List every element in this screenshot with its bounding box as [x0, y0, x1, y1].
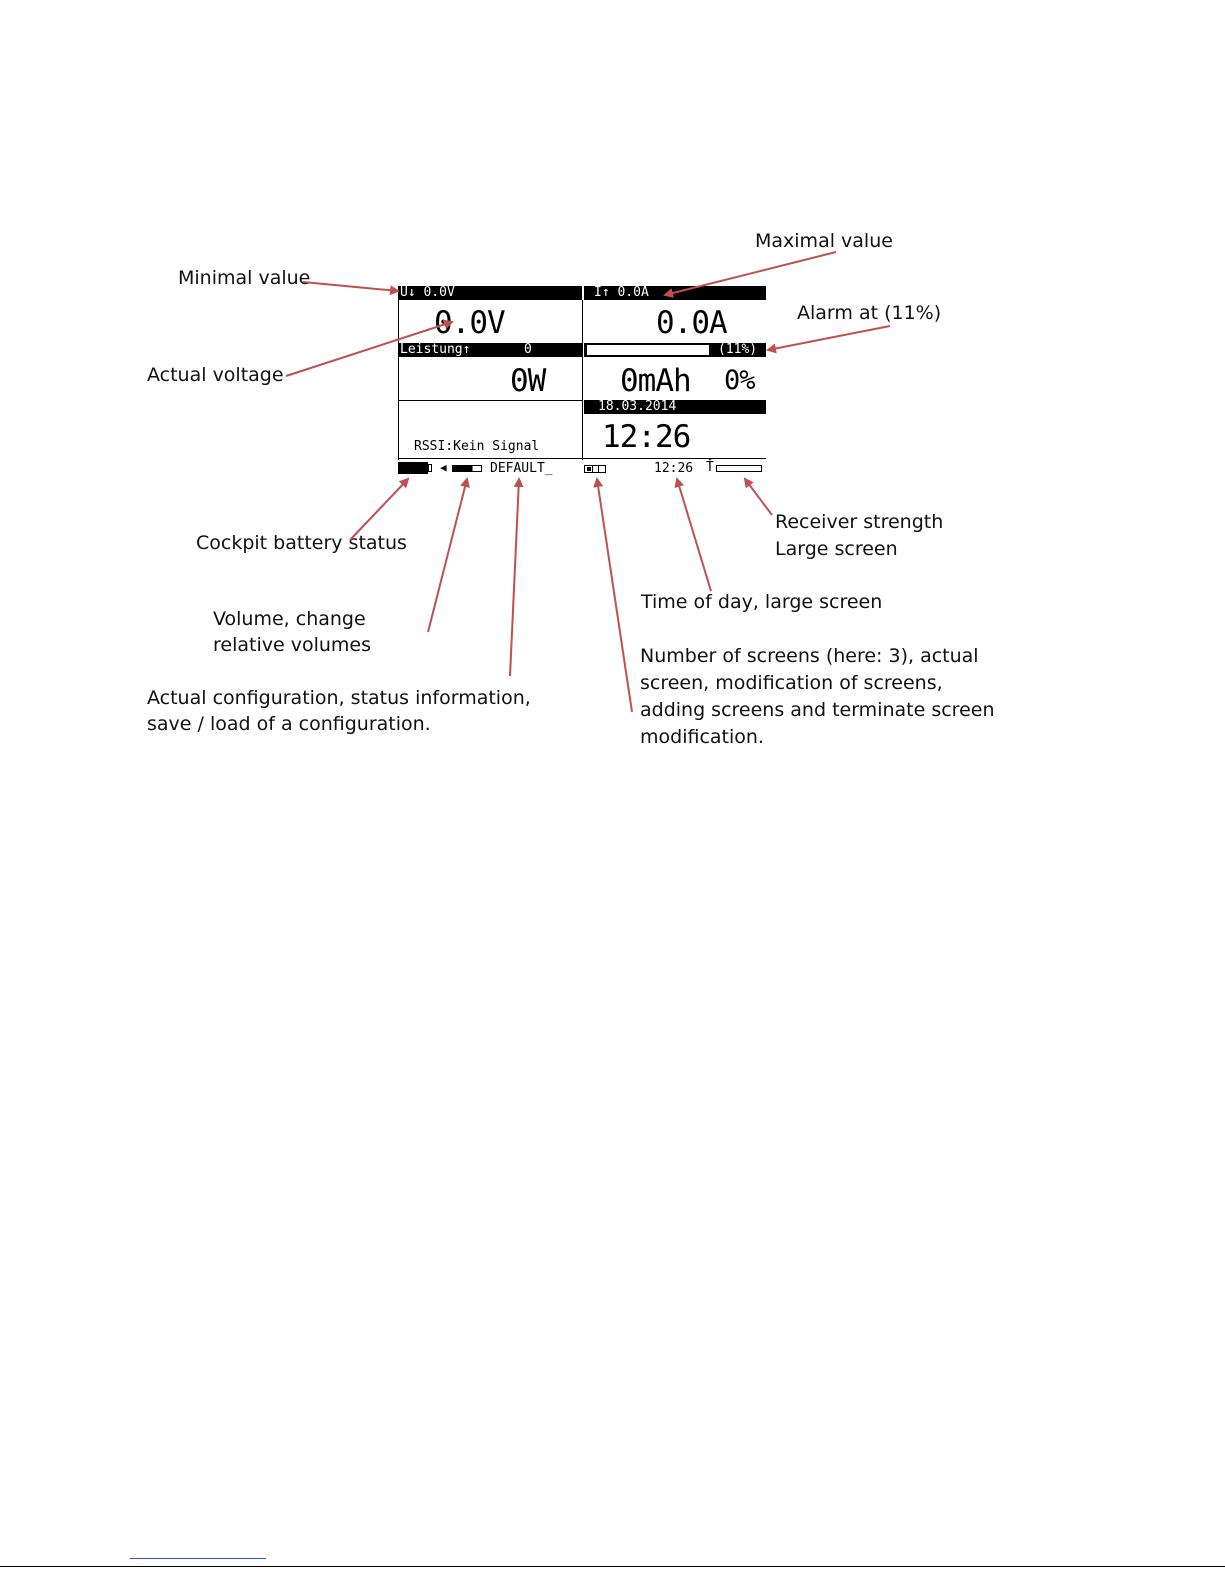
arrow-battery — [349, 477, 410, 541]
screens-label-line2: screen, modification of screens, — [640, 672, 943, 694]
receiver-strength-label: Receiver strength — [775, 511, 944, 533]
volume-label-line2: relative volumes — [213, 634, 371, 656]
arrow-screens — [593, 477, 633, 713]
rssi-text: RSSI:Kein Signal — [414, 439, 540, 454]
date-bar: 18.03.2014 — [584, 400, 766, 414]
minimal-value-label: Minimal value — [178, 267, 311, 289]
arrow-minimal — [302, 281, 400, 296]
power-value: 0W — [510, 363, 546, 399]
speaker-icon[interactable]: ◀ — [440, 461, 447, 474]
max-value-text: I↑ 0.0A — [594, 285, 649, 300]
arrow-maximal — [663, 251, 837, 298]
time-small-value: 12:26 — [654, 461, 694, 476]
config-name[interactable]: DEFAULT_ — [490, 461, 553, 476]
leistung-label: Leistung↑ — [400, 342, 471, 357]
page-footer-rule — [0, 1566, 1225, 1567]
capacity-progress — [587, 345, 709, 355]
min-value-bar: U↓ 0.0V — [398, 286, 582, 300]
arrow-voltage — [285, 319, 454, 377]
time-large-value: 12:26 — [602, 419, 691, 455]
screens-label-line1: Number of screens (here: 3), actual — [640, 645, 979, 667]
config-label-line2: save / load of a configuration. — [147, 713, 431, 735]
alarm-threshold: (11%) — [718, 342, 758, 357]
arrow-volume — [427, 477, 470, 633]
min-value-text: U↓ 0.0V — [400, 285, 455, 300]
screen-slot-1 — [587, 467, 591, 471]
lcd-left-row-divider — [398, 400, 582, 401]
time-of-day-label: Time of day, large screen — [641, 591, 883, 613]
screen-slot-divider-1 — [592, 466, 593, 472]
capacity-percent: 0% — [724, 365, 756, 396]
leistung-bar: Leistung↑ 0 — [398, 343, 582, 357]
arrow-receiver — [743, 477, 773, 516]
screen-slot-divider-2 — [598, 466, 599, 472]
current-value: 0.0A — [656, 305, 728, 341]
screens-label-line3: adding screens and terminate screen — [640, 699, 995, 721]
capacity-alarm-bar: (11%) — [584, 343, 766, 357]
battery-tip-icon — [428, 464, 432, 472]
alarm-label: Alarm at (11%) — [797, 302, 942, 324]
antenna-icon: Ť — [706, 460, 714, 475]
lcd-bottom-divider — [398, 458, 766, 459]
battery-icon[interactable] — [398, 462, 428, 474]
actual-voltage-label: Actual voltage — [147, 364, 284, 386]
lcd-vertical-divider — [582, 300, 583, 460]
volume-label-line1: Volume, change — [213, 608, 366, 630]
screens-label-line4: modification. — [640, 726, 764, 748]
date-text: 18.03.2014 — [598, 399, 677, 414]
large-screen-label: Large screen — [775, 538, 898, 560]
arrow-alarm — [766, 325, 891, 354]
leistung-value: 0 — [524, 342, 532, 357]
arrow-time — [674, 477, 712, 592]
footnote-link-underline[interactable] — [130, 1558, 266, 1559]
capacity-value: 0mAh — [620, 363, 692, 399]
cockpit-battery-label: Cockpit battery status — [196, 532, 407, 554]
maximal-value-label: Maximal value — [755, 230, 893, 252]
signal-strength-bar-icon — [716, 465, 762, 472]
arrow-config — [509, 477, 524, 677]
lcd-left-border — [398, 300, 399, 460]
config-label-line1: Actual configuration, status information… — [147, 687, 531, 709]
volume-bar-icon[interactable] — [452, 465, 482, 472]
screens-indicator-icon[interactable] — [584, 465, 606, 473]
